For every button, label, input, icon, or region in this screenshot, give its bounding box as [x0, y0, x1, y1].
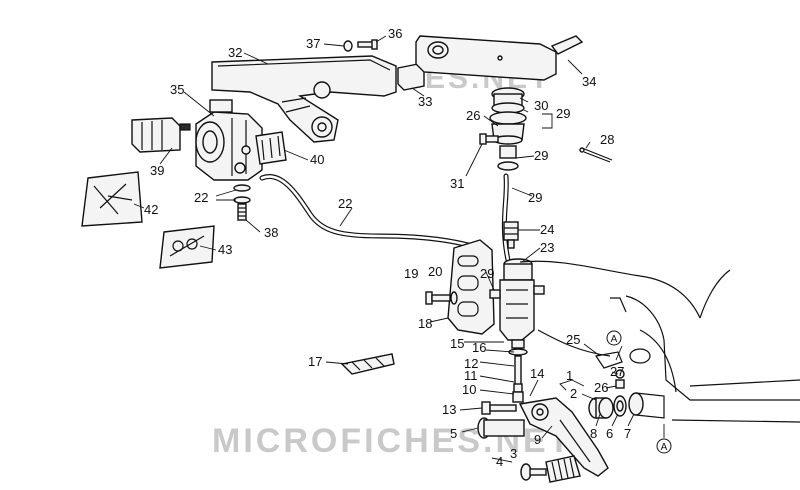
brake-caliper: [195, 99, 263, 181]
hose-clip: [579, 147, 613, 163]
frame-outline: [519, 260, 800, 423]
callout-18: 18: [418, 316, 432, 331]
callout-21: 22: [338, 196, 352, 211]
svg-text:A: A: [661, 442, 668, 453]
callout-4: 4: [496, 454, 503, 469]
callout-40: 39: [150, 163, 164, 178]
callout-7: 7: [624, 426, 631, 441]
pad-kit-bag: [81, 171, 143, 227]
callout-12: 12: [464, 356, 478, 371]
callout-27: 28: [600, 132, 614, 147]
callout-33: 32: [228, 45, 242, 60]
callout-25: 26: [594, 380, 608, 395]
pedal-pin: [477, 417, 525, 439]
pivot-bushings: [588, 392, 665, 419]
callout-11: 11: [464, 368, 478, 383]
callout-32: 31: [450, 176, 464, 191]
callout-31: 30: [534, 98, 548, 113]
reference-leaders: [615, 345, 665, 438]
brake-hose: [259, 174, 493, 255]
callout-39: 38: [264, 225, 278, 240]
seal-kit-bag: [159, 225, 215, 269]
callout-19: 19: [404, 266, 418, 281]
callout-22-right: 23: [540, 240, 554, 255]
callout-16: 16: [472, 340, 486, 355]
callout-36: 35: [170, 82, 184, 97]
master-cylinder: [489, 258, 545, 341]
callout-15: 15: [450, 336, 464, 351]
callout-9: 9: [534, 432, 541, 447]
plate-bolt: [425, 291, 458, 305]
callout-23: 24: [540, 222, 554, 237]
callout-34: 33: [418, 94, 432, 109]
callout-2: 2: [570, 386, 577, 401]
callout-1: 1: [566, 368, 573, 383]
callout-26-top: 26: [466, 108, 480, 123]
callout-41: 40: [310, 152, 324, 167]
rubber-screw: [520, 463, 547, 481]
bracket-screw: [343, 39, 378, 52]
callout-10: 10: [462, 382, 476, 397]
reference-marker-top: A: [606, 330, 622, 346]
switch-bracket: [594, 351, 625, 389]
callout-5: 5: [450, 426, 457, 441]
callout-37: 36: [388, 26, 402, 41]
reservoir-hose: [501, 173, 511, 263]
reservoir-bolt: [479, 133, 499, 145]
callout-29-top: 29: [534, 148, 548, 163]
svg-text:A: A: [611, 334, 618, 345]
callout-38: 37: [306, 36, 320, 51]
callout-24: 25: [566, 332, 580, 347]
callout-17: 17: [308, 354, 322, 369]
pad-spring-clip: [255, 131, 287, 165]
callout-14: 14: [530, 366, 544, 381]
caliper-bracket: [211, 55, 397, 143]
callout-35: 34: [582, 74, 596, 89]
callout-3: 3: [510, 446, 517, 461]
fluid-reservoir: [489, 87, 527, 171]
callout-28: 29: [528, 190, 542, 205]
callout-29-mid: 29: [480, 266, 494, 281]
torque-arm: [415, 35, 584, 81]
leader-lines: [133, 35, 635, 463]
callout-42: 42: [144, 202, 158, 217]
callout-26-bottom: 27: [610, 364, 624, 379]
callout-43: 43: [218, 242, 232, 257]
brake-pedal: [518, 397, 609, 477]
brake-light-switch: [503, 221, 519, 249]
callout-6: 6: [606, 426, 613, 441]
callout-labels: 32 37 36 33 34 35 30 29 26 28 29 31 29 2…: [144, 26, 631, 469]
brake-pads: [131, 117, 191, 153]
callout-8: 8: [590, 426, 597, 441]
callout-30: 29: [556, 106, 570, 121]
callout-13: 13: [442, 402, 456, 417]
callout-22-left: 22: [194, 190, 208, 205]
pedal-rubber: [545, 455, 581, 483]
heel-guard-plate: [447, 239, 495, 335]
callout-20: 20: [428, 264, 442, 279]
caliper-banjo-bolt: [233, 184, 251, 221]
pedal-pivot-bolt: [481, 401, 517, 415]
reference-marker-bottom: A: [656, 438, 672, 454]
rubber-grommet: [340, 353, 395, 375]
pushrod-assembly: [508, 339, 528, 403]
